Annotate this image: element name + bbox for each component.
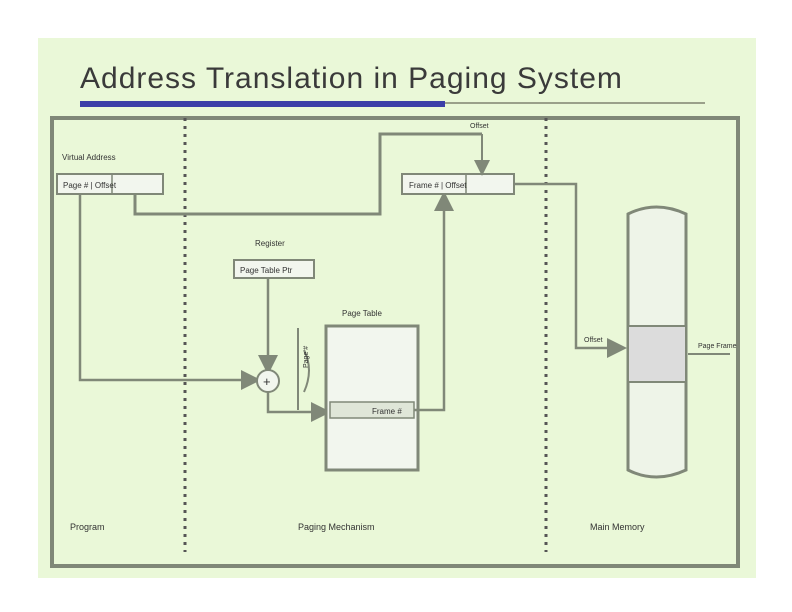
virtual-address-label: Virtual Address [62,153,116,162]
frame-number-connector [414,191,454,412]
memory-offset-label: Offset [584,337,603,344]
offset-connector-label: Offset [470,123,489,130]
adder-to-table-connector [266,392,331,422]
page-table-entry-value: Frame # [372,407,402,416]
physical-address-value: Frame # | Offset [409,181,467,190]
page-index-brace [303,349,310,393]
section-label-main-memory: Main Memory [590,522,645,532]
diagram-frame [50,116,740,568]
page-number-connector [78,194,261,390]
page-frame-label: Page Frame [698,343,737,350]
register-box [233,259,315,279]
title-underline-rule [445,102,705,104]
virtual-address-box [56,173,164,195]
section-label-program: Program [70,522,105,532]
virtual-address-value: Page # | Offset [63,181,117,190]
page-table-label: Page Table [342,309,382,318]
register-value: Page Table Ptr [240,266,293,275]
page-table [324,324,420,472]
page-index-label: Page # [303,346,310,368]
section-label-paging-mechanism: Paging Mechanism [298,522,375,532]
register-label: Register [255,239,285,248]
slide-title: Address Translation in Paging System [80,62,623,95]
offset-connector [133,132,482,216]
title-underline-accent [80,101,445,107]
page-frame-block [627,325,687,383]
physical-to-memory-connector [514,182,627,358]
adder-plus-symbol: + [263,374,271,389]
